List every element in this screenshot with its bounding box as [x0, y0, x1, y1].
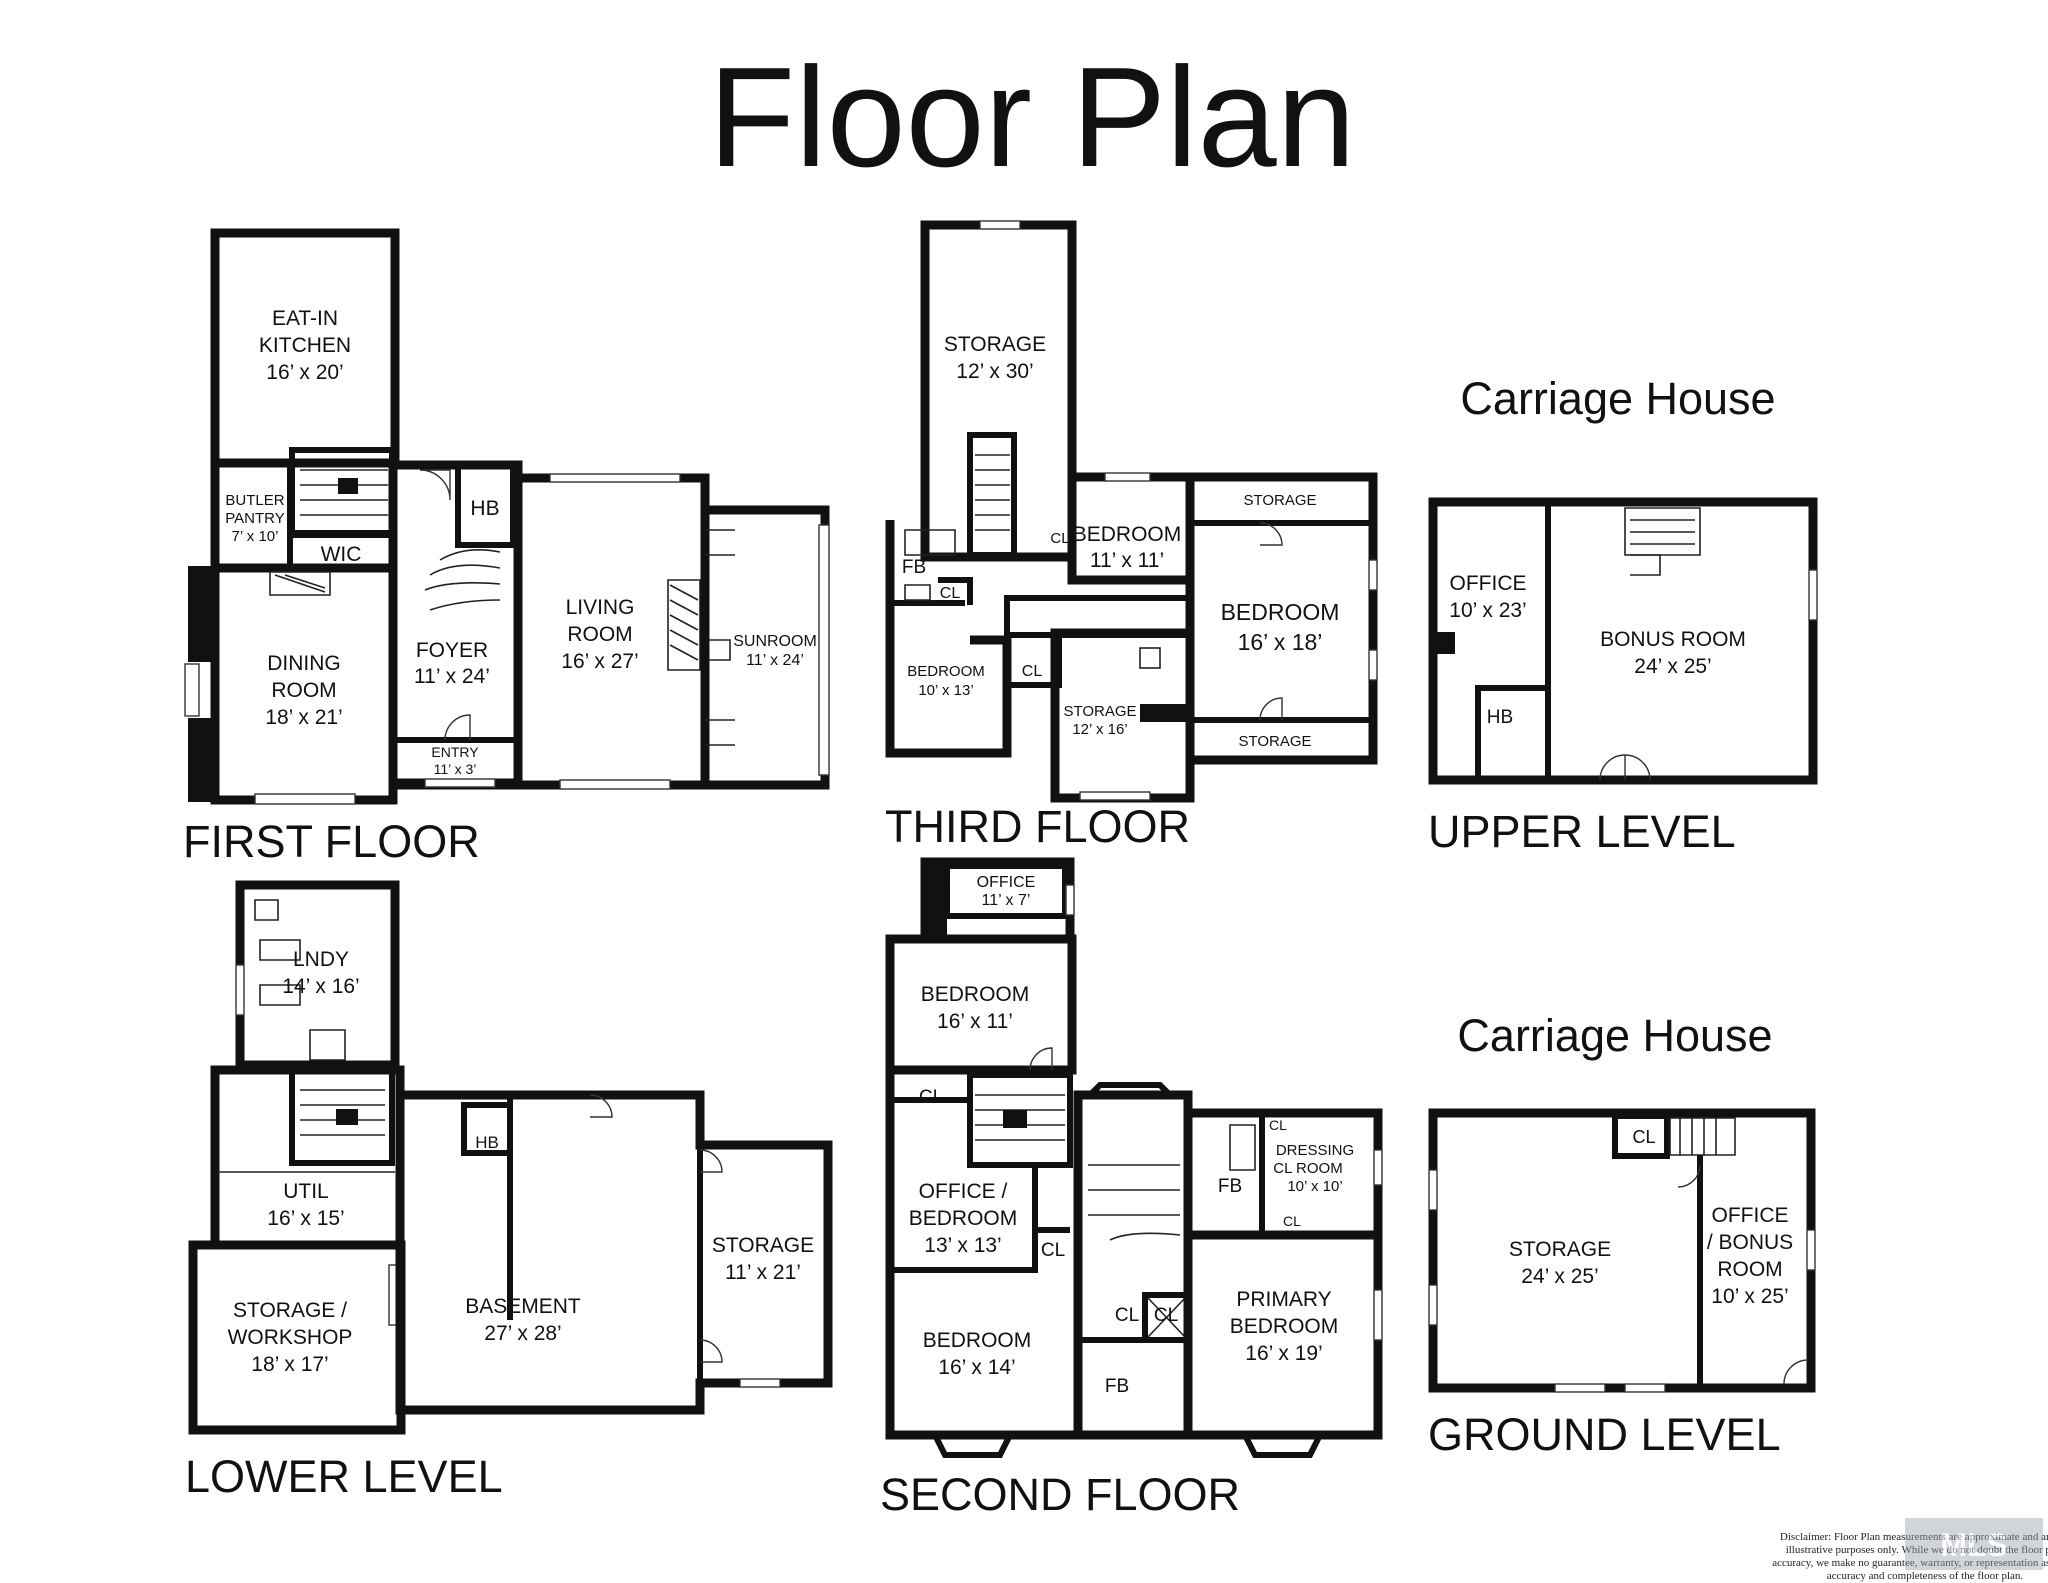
disclaimer: Disclaimer: Floor Plan measurements are … [1772, 1531, 2048, 1582]
mls-logo-watermark: MLS [1905, 1518, 2043, 1570]
mls-logo-text: MLS [1940, 1527, 2008, 1563]
svg-text:Disclaimer: Floor Plan measure: Disclaimer: Floor Plan measurements are … [1772, 1531, 2048, 1582]
level-label-lower-level: LOWER LEVEL [185, 1451, 503, 1502]
svg-text:CL: CL [940, 585, 961, 602]
svg-text:CL: CL [1283, 1213, 1301, 1229]
svg-text:CL: CL [919, 1087, 943, 1108]
svg-text:CL: CL [1041, 1240, 1065, 1261]
svg-text:FB: FB [1218, 1176, 1242, 1197]
carriage-house-upper-title: Carriage House [1460, 373, 1775, 424]
page-title: Floor Plan [708, 38, 1355, 197]
carriage-house-ground-title: Carriage House [1457, 1010, 1772, 1061]
svg-text:FB: FB [1105, 1376, 1129, 1397]
svg-text:CL: CL [1115, 1305, 1139, 1326]
svg-text:CL: CL [1269, 1117, 1287, 1133]
svg-text:CL: CL [931, 873, 949, 889]
svg-text:STORAGE: STORAGE [1243, 492, 1316, 509]
svg-text:CL: CL [1050, 530, 1069, 547]
svg-text:CL: CL [1022, 663, 1043, 680]
level-label-third-floor: THIRD FLOOR [885, 801, 1190, 852]
svg-text:CL: CL [1006, 1111, 1024, 1127]
svg-text:HB: HB [1487, 707, 1513, 728]
svg-text:HB: HB [470, 497, 499, 520]
level-label-ground-level: GROUND LEVEL [1428, 1409, 1781, 1460]
svg-text:HB: HB [475, 1133, 499, 1152]
svg-text:CL: CL [339, 480, 357, 496]
level-label-second-floor: SECOND FLOOR [880, 1469, 1240, 1520]
svg-text:STORAGE: STORAGE [1238, 733, 1311, 750]
svg-text:CL: CL [1154, 1305, 1178, 1326]
svg-text:CL: CL [1632, 1127, 1655, 1147]
svg-text:FB: FB [902, 557, 926, 578]
level-label-first-floor: FIRST FLOOR [183, 816, 480, 867]
level-label-upper-level: UPPER LEVEL [1428, 806, 1736, 857]
svg-text:WIC: WIC [321, 543, 362, 566]
